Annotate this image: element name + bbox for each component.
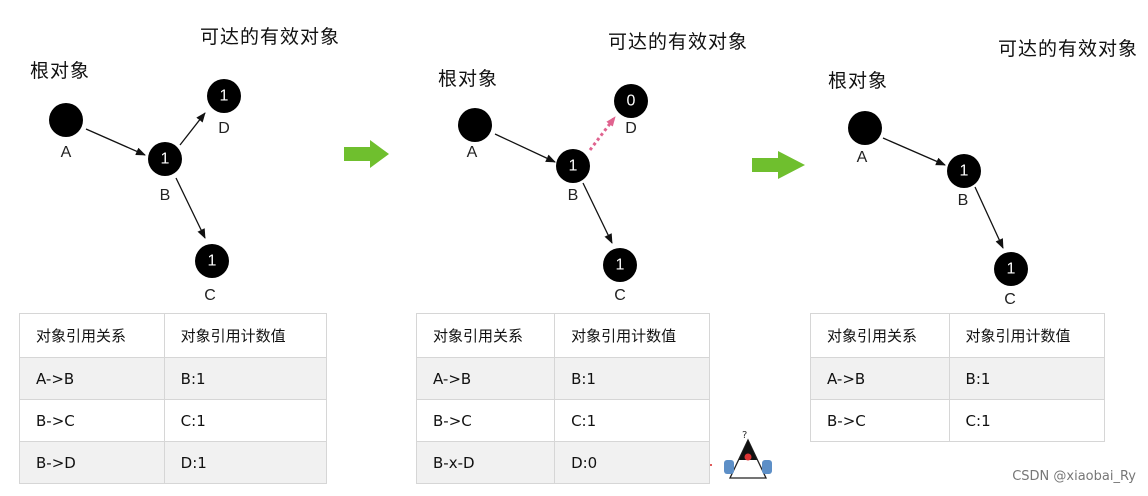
node-a-name: A <box>467 144 478 161</box>
node-c: 1 <box>603 248 637 282</box>
table-header: 对象引用计数值 <box>948 313 1106 358</box>
edge-b-c <box>582 182 613 244</box>
svg-text:?: ? <box>742 430 747 441</box>
node-b-name: B <box>160 187 171 204</box>
table-header: 对象引用计数值 <box>554 313 710 358</box>
table-header: 对象引用计数值 <box>163 313 328 358</box>
node-c-name: C <box>1004 291 1016 308</box>
table-cell: B:1 <box>163 357 328 400</box>
table-cell: B:1 <box>554 357 710 400</box>
table-cell: D:1 <box>163 441 328 484</box>
transition-arrow-1 <box>344 140 389 168</box>
node-b: 1 <box>556 149 590 183</box>
panel2-table: 对象引用关系 对象引用计数值 A->B B:1 B->C C:1 B-x-D D… <box>415 313 710 484</box>
edge-b-c <box>974 186 1004 249</box>
panel3-root-label: 根对象 <box>828 70 889 92</box>
table-cell: B->D <box>19 441 165 484</box>
edge-b-c <box>175 177 206 239</box>
panel1-graph: A 1 B 1 D 1 C <box>49 79 241 304</box>
table-cell: B->C <box>415 399 556 442</box>
node-a <box>848 111 882 145</box>
panel2-root-label: 根对象 <box>438 68 499 90</box>
node-b-count: 1 <box>569 158 578 175</box>
panel3-graph: A 1 B 1 C <box>848 111 1028 308</box>
node-d-name: D <box>218 120 230 137</box>
table-cell: B->C <box>810 399 950 442</box>
node-a <box>458 108 492 142</box>
panel2-reachable-label: 可达的有效对象 <box>608 31 749 53</box>
table-header: 对象引用关系 <box>19 313 165 358</box>
node-b: 1 <box>148 142 182 176</box>
table-cell: C:1 <box>163 399 328 442</box>
table-header: 对象引用关系 <box>810 313 950 358</box>
node-d-count: 0 <box>627 93 636 110</box>
transition-arrow-2 <box>752 151 805 179</box>
table-cell: C:1 <box>948 399 1106 442</box>
table-cell: B->C <box>19 399 165 442</box>
node-b: 1 <box>947 154 981 188</box>
node-c: 1 <box>195 244 229 278</box>
table-cell: B:1 <box>948 357 1106 400</box>
node-c-count: 1 <box>208 253 217 270</box>
edge-a-b <box>882 137 946 166</box>
panel2-graph: A 1 B 0 D 1 C <box>458 84 648 304</box>
table-cell: D:0 <box>554 441 710 484</box>
table-cell: C:1 <box>554 399 710 442</box>
node-a <box>49 103 83 137</box>
table-cell: B-x-D <box>415 441 556 484</box>
node-a-name: A <box>857 149 868 166</box>
node-c-name: C <box>204 287 216 304</box>
watermark: CSDN @xiaobai_Ry <box>1012 469 1136 484</box>
node-b-name: B <box>568 187 579 204</box>
edge-b-d <box>179 112 206 146</box>
node-b-name: B <box>958 192 969 209</box>
node-d-count: 1 <box>220 88 229 105</box>
node-b-count: 1 <box>161 151 170 168</box>
table-header: 对象引用关系 <box>415 313 556 358</box>
panel3-table: 对象引用关系 对象引用计数值 A->B B:1 B->C C:1 <box>810 313 1106 442</box>
node-c-count: 1 <box>616 257 625 274</box>
node-a-name: A <box>61 144 72 161</box>
node-d-name: D <box>625 120 637 137</box>
edge-a-b <box>494 133 556 163</box>
edge-a-b <box>85 128 146 156</box>
table-cell: A->B <box>415 357 556 400</box>
panel1-root-label: 根对象 <box>30 60 91 82</box>
table-cell: A->B <box>810 357 950 400</box>
panel3-reachable-label: 可达的有效对象 <box>998 38 1139 60</box>
node-b-count: 1 <box>960 163 969 180</box>
node-d: 1 <box>207 79 241 113</box>
node-c: 1 <box>994 252 1028 286</box>
panel1-reachable-label: 可达的有效对象 <box>200 26 341 48</box>
table-cell: A->B <box>19 357 165 400</box>
node-c-name: C <box>614 287 626 304</box>
duke-mascot-icon: ? <box>724 430 772 479</box>
node-c-count: 1 <box>1007 261 1016 278</box>
edge-b-d-removed <box>588 116 617 151</box>
panel1-table: 对象引用关系 对象引用计数值 A->B B:1 B->C C:1 B->D D:… <box>19 313 328 484</box>
node-d: 0 <box>614 84 648 118</box>
